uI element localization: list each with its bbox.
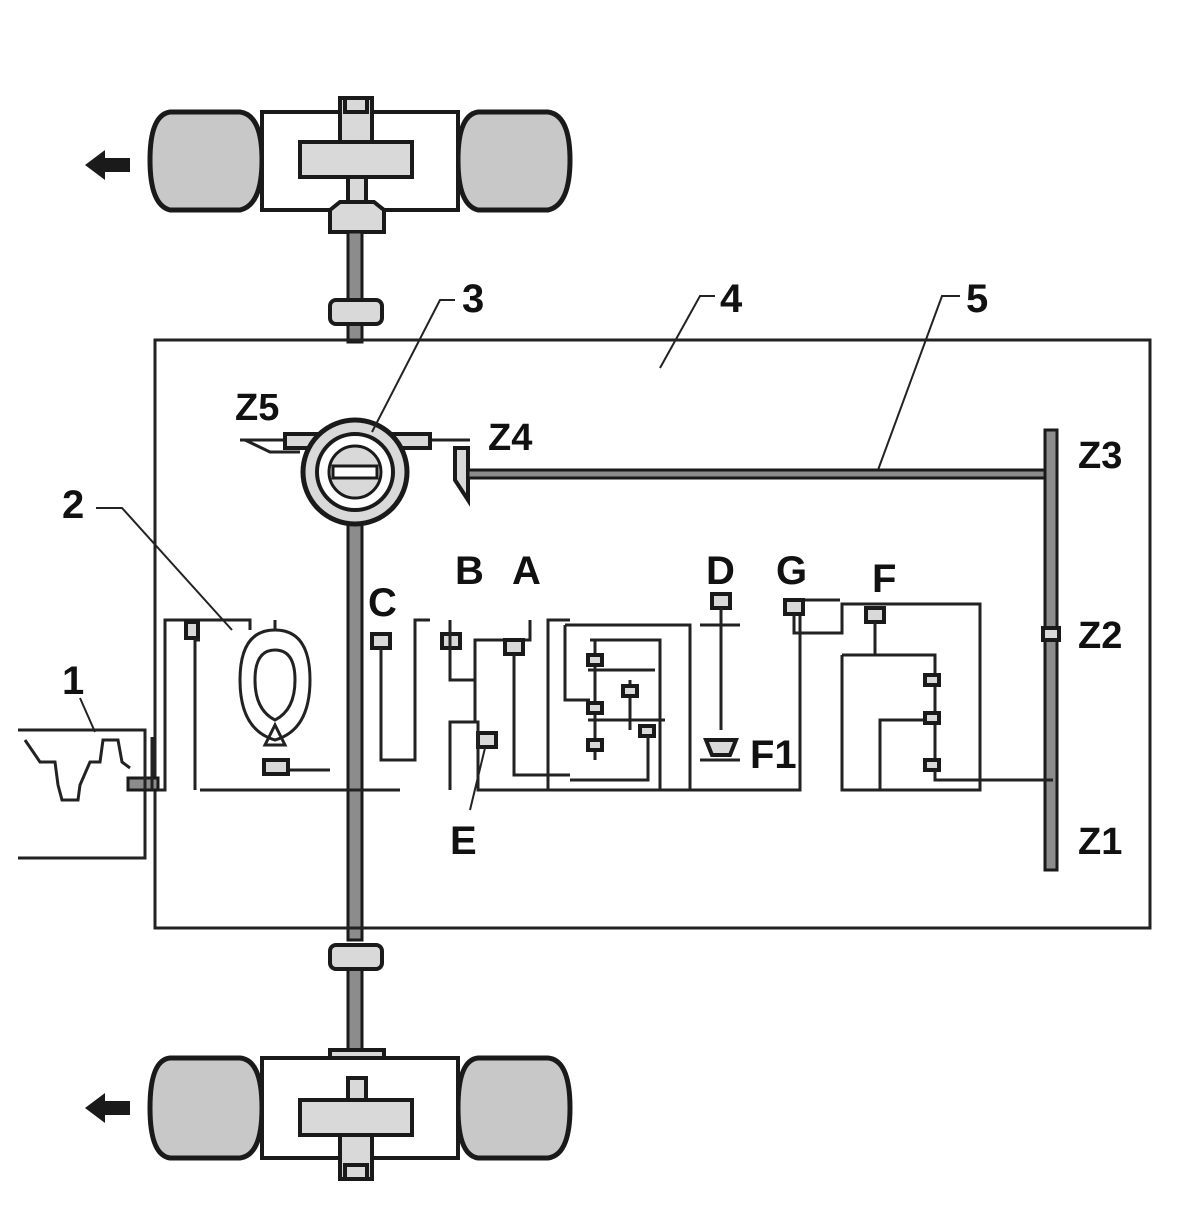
top-right-tire xyxy=(455,109,573,213)
engine-block xyxy=(18,728,160,860)
freewheel-f1 xyxy=(700,738,740,762)
half-shaft-bottom xyxy=(346,963,364,1052)
clutch-b xyxy=(440,620,532,682)
converter-pump xyxy=(238,628,312,742)
bottom-hub-cap xyxy=(343,1163,369,1181)
label-clutch-c: C xyxy=(368,581,397,625)
label-gear-z5: Z5 xyxy=(235,387,279,429)
top-left-tire xyxy=(147,109,265,213)
label-intermediate-shaft: 5 xyxy=(966,277,988,321)
label-gear-z3: Z3 xyxy=(1078,435,1122,477)
intermediate-shaft xyxy=(466,468,1055,480)
top-cv-joint xyxy=(328,200,386,234)
label-differential: 3 xyxy=(462,277,484,321)
converter-stator xyxy=(262,721,288,747)
arrow-left-icon xyxy=(85,150,130,180)
bottom-steering-knuckle xyxy=(346,1076,368,1102)
upper-bearing xyxy=(328,298,384,326)
arrow-left-icon xyxy=(85,1093,130,1123)
transmission-housing xyxy=(153,338,1152,930)
leader-torque-converter xyxy=(96,507,233,631)
gear-z3-shaft-end xyxy=(1043,428,1059,872)
label-torque-converter: 2 xyxy=(62,483,84,527)
clutch-g xyxy=(783,598,982,792)
stator-freewheel xyxy=(262,758,290,776)
gear-z2-mark xyxy=(1041,626,1061,642)
leader-housing xyxy=(659,295,715,369)
label-freewheel-f1: F1 xyxy=(750,733,797,777)
leader-intermediate-shaft xyxy=(877,295,960,471)
label-engine: 1 xyxy=(62,659,84,703)
lower-bearing xyxy=(328,943,384,971)
clutch-d xyxy=(700,592,740,730)
label-gear-z1: Z1 xyxy=(1078,821,1122,863)
label-clutch-a: A xyxy=(512,549,541,593)
label-gear-z4: Z4 xyxy=(488,417,532,459)
top-steering-knuckle xyxy=(346,175,368,204)
clutch-a xyxy=(503,638,570,777)
torque-converter xyxy=(158,618,400,792)
label-housing: 4 xyxy=(720,277,743,321)
bottom-hub-block xyxy=(298,1098,414,1137)
planetary-gearset-2 xyxy=(923,673,1053,782)
clutch-e xyxy=(448,618,570,792)
lockup-clutch-mark xyxy=(184,620,200,640)
leader-differential xyxy=(371,299,455,433)
label-clutch-g: G xyxy=(776,549,807,593)
leader-clutch-e xyxy=(469,747,486,811)
label-clutch-f: F xyxy=(872,557,896,601)
clutch-c xyxy=(370,618,430,762)
top-wheel-assembly xyxy=(85,96,573,234)
gear-z4-bevel xyxy=(453,446,470,507)
top-hub-block xyxy=(298,140,414,179)
differential-pinion xyxy=(331,464,379,480)
planetary-gearset-1 xyxy=(548,623,700,792)
label-clutch-e: E xyxy=(450,819,477,863)
top-hub-cap xyxy=(343,96,369,114)
label-clutch-d: D xyxy=(706,549,735,593)
clutch-f xyxy=(840,606,937,792)
bottom-right-tire xyxy=(455,1055,573,1161)
half-shaft-lower xyxy=(346,518,364,942)
leader-engine xyxy=(79,697,96,733)
label-gear-z2: Z2 xyxy=(1078,615,1122,657)
bottom-wheel-assembly xyxy=(85,1048,573,1181)
bottom-left-tire xyxy=(147,1055,265,1161)
differential xyxy=(240,417,470,527)
label-clutch-b: B xyxy=(455,549,484,593)
